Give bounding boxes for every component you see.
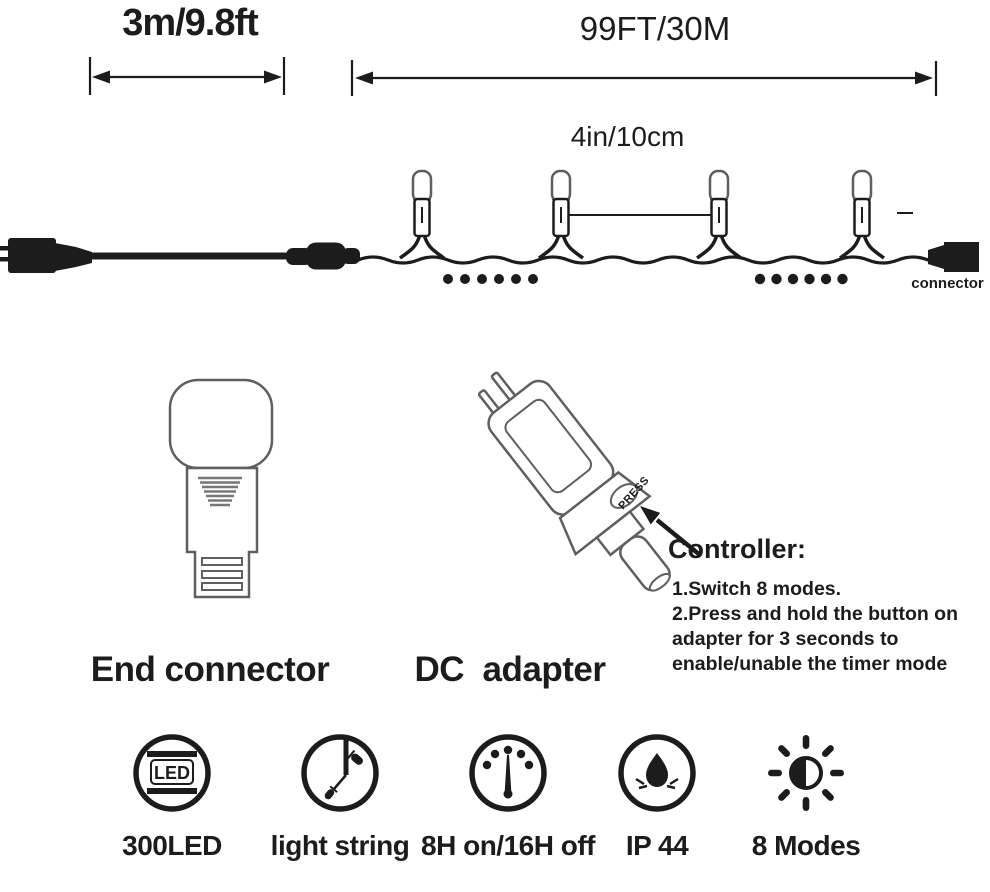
eight-modes-sun-icon — [768, 735, 844, 811]
controller-note-line: 2.Press and hold the button on — [672, 603, 959, 625]
grip-ridges — [198, 476, 242, 507]
timer-gauge-icon — [469, 734, 547, 812]
adapter-panel — [504, 398, 593, 494]
led-badge-text: LED — [154, 763, 190, 783]
lead-dimension-arrow — [88, 57, 286, 95]
controller-note-line: enable/unable the timer mode — [672, 653, 948, 675]
twisted-wire — [357, 255, 932, 265]
total-dimension-arrow — [350, 60, 938, 96]
feature-label: 8H on/16H off — [421, 830, 595, 861]
bulb-spacing-measure — [563, 204, 717, 226]
ellipsis-dots — [443, 273, 848, 285]
total-length-label: 99FT/30M — [579, 10, 731, 47]
string-end-connector — [928, 242, 979, 272]
bulb-spacing-label: 4in/10cm — [570, 121, 685, 152]
controller-heading: Controller: — [668, 534, 806, 564]
feature-waterproof: IP 44 — [562, 727, 752, 862]
led-bulb — [695, 169, 743, 260]
waterproof-drop-icon — [618, 734, 696, 812]
end-connector-title: End connector — [90, 650, 330, 689]
controller-note-line: 1.Switch 8 modes. — [672, 578, 842, 600]
feature-label: 8 Modes — [751, 830, 861, 861]
controller-pointer-arrow — [640, 506, 702, 557]
led-bulb — [537, 169, 585, 260]
dc-adapter-drawing: PRESS — [477, 371, 702, 592]
mode-press-button — [609, 483, 639, 509]
end-connector-caption: connector — [911, 275, 984, 292]
light-string-icon — [301, 734, 379, 812]
feature-label: IP 44 — [625, 830, 689, 861]
feature-modes: 8 Modes — [711, 727, 901, 862]
barrel-end — [648, 572, 671, 592]
dc-adapter-title: DC adapter — [414, 650, 606, 689]
tongue-slots — [201, 557, 243, 591]
feature-timer: 8H on/16H off — [413, 727, 603, 862]
controller-note-line: adapter for 3 seconds to — [672, 628, 899, 650]
inline-coupler — [286, 242, 360, 270]
lead-length-label: 3m/9.8ft — [122, 2, 259, 44]
led-bulb — [398, 169, 446, 260]
feature-300led: LED 300LED — [77, 727, 267, 862]
end-connector-drawing — [168, 378, 274, 599]
light-string-drawing — [0, 57, 979, 285]
led-bulb — [838, 169, 886, 260]
led-badge-icon: LED — [133, 734, 211, 812]
feature-label: 300LED — [122, 830, 222, 861]
power-plug — [0, 238, 288, 273]
led-bulbs — [398, 169, 886, 260]
controller-notes: Controller: 1.Switch 8 modes. 2.Press an… — [668, 534, 990, 677]
feature-label: light string — [270, 830, 410, 861]
feature-light-string: light string — [245, 727, 435, 862]
